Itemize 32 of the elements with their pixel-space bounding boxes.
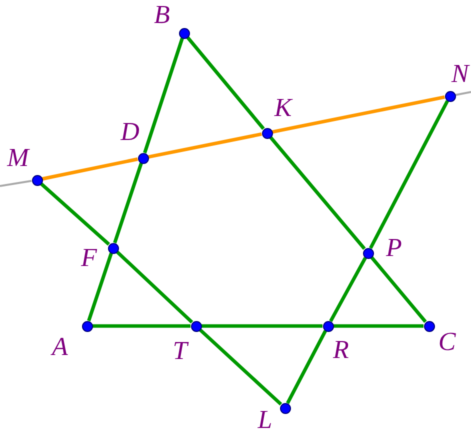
point-label: K [274,95,292,121]
line-segment [87,252,113,322]
line-segment [329,256,367,322]
line-segment [148,132,262,159]
point-label: P [386,235,402,261]
point-label: T [172,338,188,364]
line-segment [334,324,424,328]
point-label: C [438,329,456,355]
point-label: B [154,2,170,28]
line-segment [186,36,265,130]
line-segment [198,328,282,406]
line-segment [269,136,366,250]
line-segment [116,250,194,324]
point-label: R [333,337,349,363]
line-segment [42,157,138,181]
point-label: N [451,61,469,87]
point-label: L [258,407,272,433]
point-label: D [120,119,140,145]
point-label: F [81,245,97,271]
line-segment [40,182,110,246]
line-segment [92,324,190,328]
line-segment [0,180,32,187]
line-segment [272,95,445,134]
line-segment [455,91,471,96]
line-segment [370,256,427,323]
line-segment [113,162,143,244]
point-label: M [7,145,29,171]
line-segment [143,38,184,154]
point-label: A [52,334,68,360]
line-segment [369,100,449,249]
line-segment [286,330,327,404]
line-segment [202,324,322,328]
